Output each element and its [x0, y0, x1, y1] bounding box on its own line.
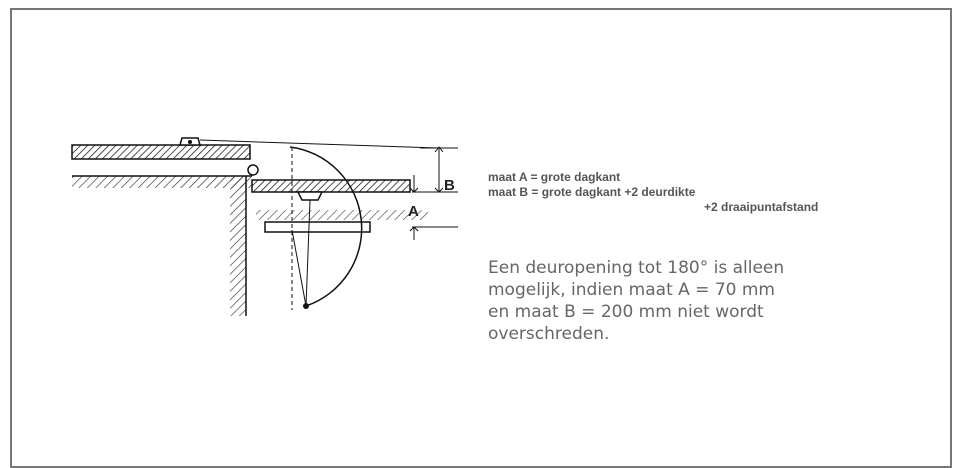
note-line: en maat B = 200 mm niet wordt — [488, 302, 764, 322]
pivot-point — [247, 164, 259, 176]
dimension-b-label: B — [444, 177, 455, 194]
opening-note: Een deuropening tot 180° is alleen mogel… — [488, 257, 908, 345]
door-open-outline — [264, 221, 371, 233]
note-line: mogelijk, indien maat A = 70 mm — [488, 280, 775, 300]
swing-arc — [289, 146, 363, 307]
hinge-diagram: B A — [60, 130, 460, 320]
dimension-definitions: maat A = grote dagkant maat B = grote da… — [488, 170, 818, 215]
wall-hatch-vertical — [230, 176, 246, 316]
lower-board-hatch — [256, 210, 428, 220]
spec-line-a: maat A = grote dagkant — [488, 170, 621, 184]
upper-panel — [71, 144, 251, 160]
dimension-a-label: A — [408, 203, 419, 220]
door-panel — [251, 179, 411, 193]
note-line: Een deuropening tot 180° is alleen — [488, 258, 785, 278]
hinge-cup-door — [296, 191, 324, 201]
wall-hatch-horizontal — [72, 176, 252, 188]
hinge-diagram-svg: B A — [71, 137, 458, 316]
note-line: overschreden. — [488, 324, 610, 344]
spec-line-b-continued: +2 draaipuntafstand — [704, 200, 819, 214]
spec-line-b: maat B = grote dagkant +2 deurdikte — [488, 185, 696, 199]
